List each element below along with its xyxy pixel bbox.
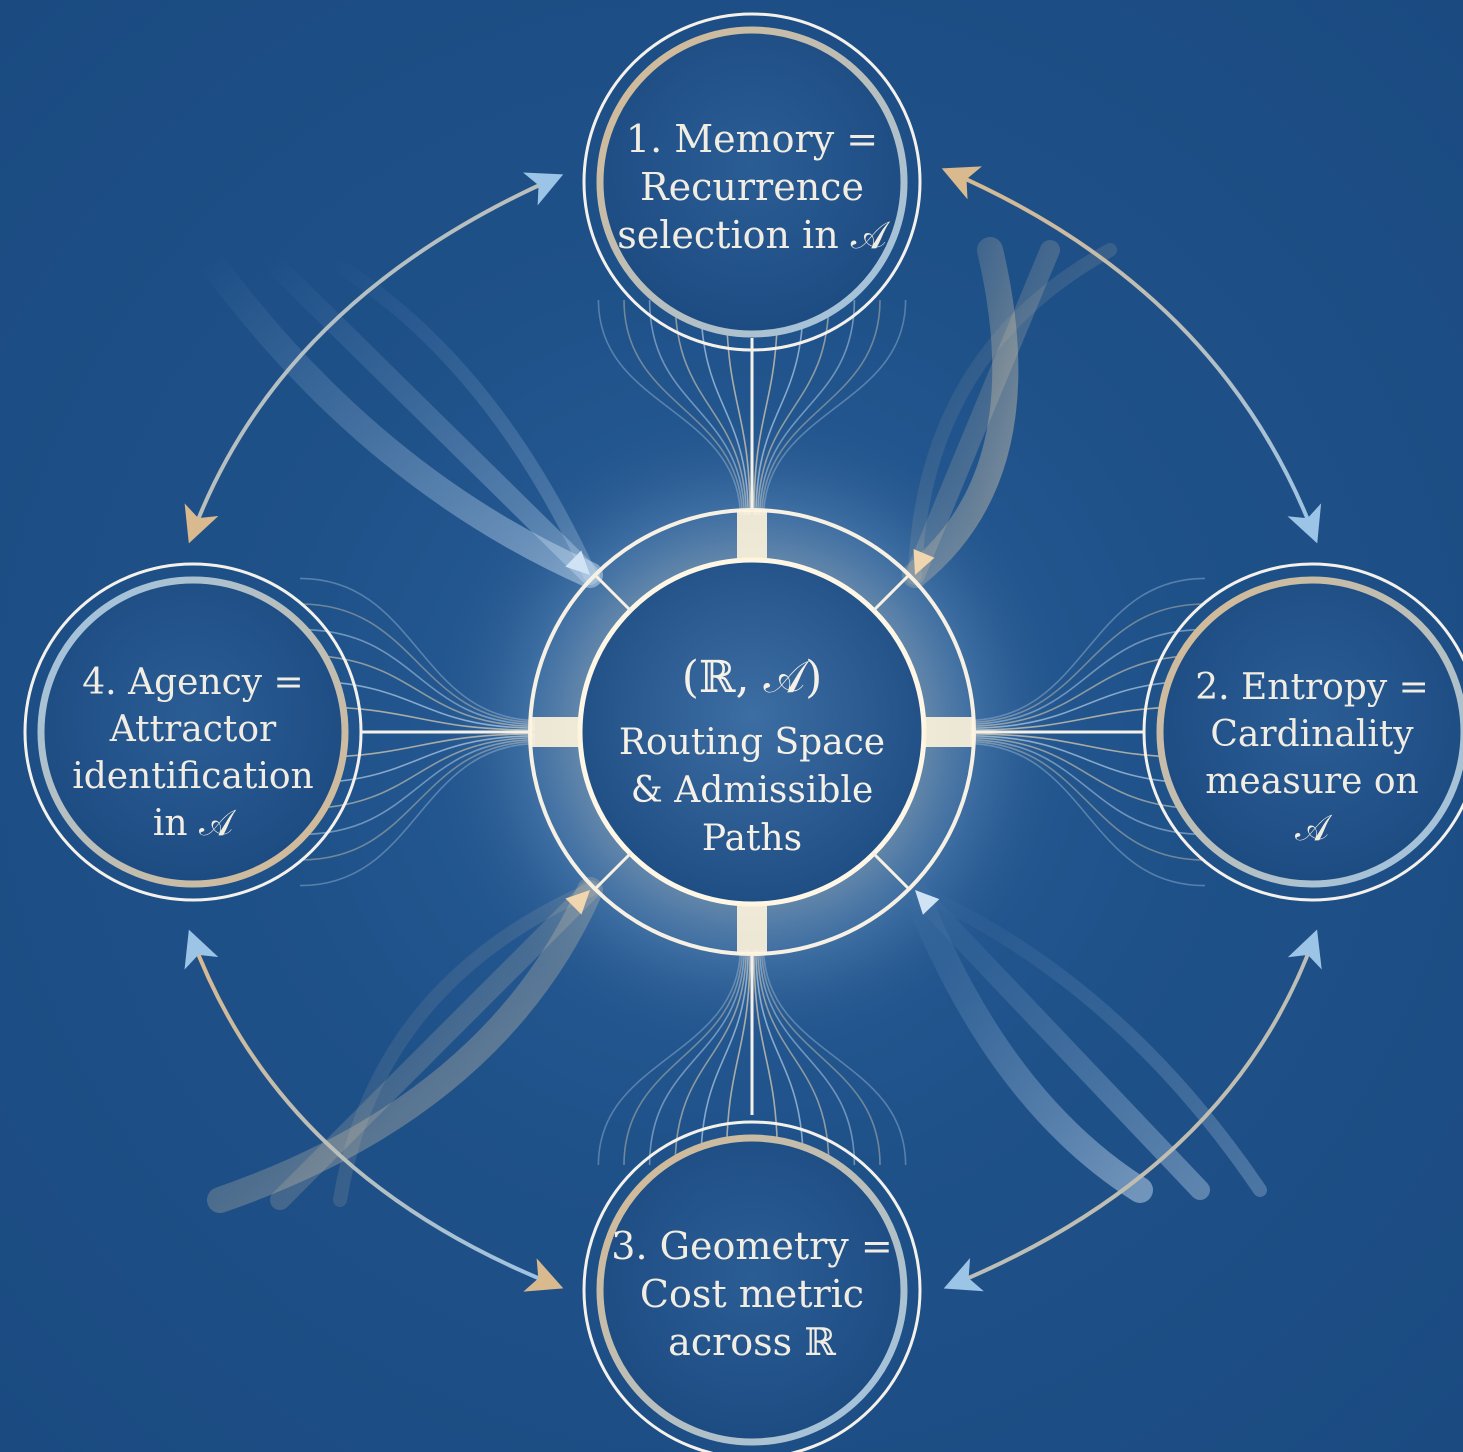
bundle-bottom-line <box>760 949 881 1166</box>
node-memory-line-2: Recurrence <box>640 165 864 209</box>
bundle-top-line <box>597 299 742 516</box>
bundle-right-line <box>969 738 1206 836</box>
bundle-bottom-line <box>756 949 830 1166</box>
arrow-memory-entropy <box>941 166 1322 544</box>
bundle-right-line <box>969 628 1206 726</box>
bundle-bottom-line <box>648 949 746 1166</box>
spoke-connectors <box>360 338 1143 1115</box>
bundle-bottom-line <box>758 949 856 1166</box>
node-entropy-line-1: 2. Entropy = <box>1195 667 1429 708</box>
node-entropy-line-3: measure on <box>1205 761 1418 802</box>
node-geometry-line-2: Cost metric <box>640 1272 864 1316</box>
fan-bottom-right-arrowhead <box>915 890 940 915</box>
node-agency-line-2: Attractor <box>109 709 277 750</box>
node-agency: 4. Agency = Attractor identification in … <box>23 562 363 902</box>
node-entropy: 2. Entropy = Cardinality measure on 𝒜 <box>1142 562 1463 902</box>
bundle-top-line <box>648 299 746 516</box>
bundle-left-line <box>299 628 536 726</box>
node-geometry-line-1: 3. Geometry = <box>611 1224 892 1268</box>
bundle-left-line <box>299 736 536 810</box>
bundle-left-line <box>299 603 536 724</box>
fan-top-left-arrowhead <box>565 550 590 575</box>
bundle-right-line <box>969 577 1206 722</box>
bundle-left-line <box>299 577 536 722</box>
bundle-top-line <box>725 299 751 516</box>
cycle-arrows <box>184 166 1322 1292</box>
bundle-right-line <box>969 654 1206 728</box>
node-entropy-line-2: Cardinality <box>1210 714 1414 755</box>
arrow-entropy-geometry <box>943 929 1322 1292</box>
arrow-memory-agency <box>184 172 564 544</box>
node-agency-line-4: in 𝒜 <box>153 803 237 844</box>
bundle-left-line <box>299 742 536 887</box>
bundle-top-line <box>674 299 748 516</box>
hub: (ℝ, 𝒜) Routing Space & Admissible Paths <box>528 508 976 956</box>
node-geometry: 3. Geometry = Cost metric across ℝ <box>582 1120 922 1452</box>
node-memory: 1. Memory = Recurrence selection in 𝒜 <box>582 12 922 352</box>
bundle-right-line <box>969 742 1206 887</box>
bundle-top-line <box>753 299 779 516</box>
bundle-right-line <box>969 736 1206 810</box>
node-entropy-line-4: 𝒜 <box>1295 808 1333 849</box>
bundle-top-line <box>760 299 881 516</box>
bundle-bottom-line <box>762 949 907 1166</box>
fan-top-right-arrowhead <box>913 549 935 575</box>
bundle-bottom-line <box>725 949 751 1166</box>
bundle-left-line <box>299 738 536 836</box>
bundle-left-line <box>299 654 536 728</box>
bundle-top-line <box>756 299 830 516</box>
node-agency-line-3: identification <box>72 756 314 797</box>
hub-ring-gates <box>530 510 974 954</box>
bundle-bottom-line <box>674 949 748 1166</box>
bundle-top-line <box>700 299 749 516</box>
fan-bottom-left-arrowhead <box>565 890 590 915</box>
bundle-bottom-line <box>623 949 744 1166</box>
node-memory-line-3: selection in 𝒜 <box>617 213 890 257</box>
hub-line-1: Routing Space <box>619 722 885 763</box>
node-geometry-line-3: across ℝ <box>668 1320 836 1364</box>
hub-symbol: (ℝ, 𝒜) <box>682 652 823 703</box>
bundle-top-line <box>758 299 856 516</box>
bundle-left-line <box>299 740 536 861</box>
bundle-top-line <box>755 299 804 516</box>
bundle-top-line <box>762 299 907 516</box>
fan-bottom-right <box>905 880 1210 1200</box>
bundle-top-line <box>623 299 744 516</box>
fan-bottom-left <box>270 880 600 1210</box>
hub-line-2: & Admissible <box>631 770 874 811</box>
bundle-right-line <box>969 740 1206 861</box>
hub-ring-ticks <box>593 573 911 891</box>
node-agency-line-1: 4. Agency = <box>82 662 303 703</box>
bundle-right-line <box>969 603 1206 724</box>
hub-line-3: Paths <box>702 818 802 859</box>
node-memory-line-1: 1. Memory = <box>626 117 878 161</box>
bundle-bottom-line <box>597 949 742 1166</box>
bundle-bottom-line <box>753 949 779 1166</box>
arrow-geometry-agency <box>184 929 564 1292</box>
fan-top-left <box>260 250 600 585</box>
